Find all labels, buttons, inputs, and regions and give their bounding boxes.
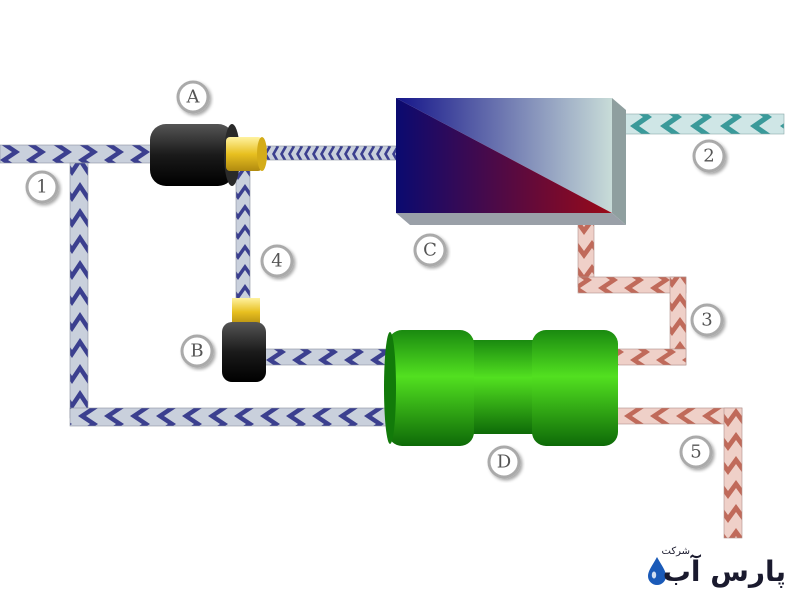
badge-b-text: B (190, 341, 203, 362)
badge-b: B (180, 334, 214, 368)
badge-3: 3 (690, 303, 724, 337)
component-b (222, 298, 266, 382)
pipe-5-down (723, 407, 743, 539)
badge-a-text: A (186, 87, 201, 108)
pipe-4 (235, 169, 251, 301)
pipe-2 (611, 113, 785, 135)
pipe-1-down (69, 162, 89, 419)
badge-d-text: D (497, 452, 511, 473)
pipe-3-into-d (611, 348, 687, 366)
pipe-a-to-c (261, 145, 399, 161)
badge-2: 2 (692, 139, 726, 173)
logo-small-text: شرکت (661, 546, 690, 557)
badge-5: 5 (679, 435, 713, 469)
pipe-1-bottom (69, 407, 393, 427)
badge-c-text: C (423, 240, 437, 261)
badge-3-text: 3 (701, 310, 712, 331)
component-a (150, 124, 267, 186)
component-d (384, 330, 618, 446)
pipe-d-to-b (261, 348, 393, 366)
badge-5-text: 5 (690, 442, 701, 463)
component-c (396, 98, 626, 225)
badge-c: C (413, 233, 447, 267)
water-drop-icon (648, 557, 666, 585)
pipe-1-inlet (0, 144, 156, 164)
badge-4-text: 4 (271, 251, 282, 272)
logo-text: پارس آب (662, 555, 787, 588)
badge-2-text: 2 (703, 146, 714, 167)
badge-a: A (176, 80, 210, 114)
badge-d: D (487, 445, 521, 479)
pipe-5-horizontal (611, 407, 743, 425)
badge-1: 1 (25, 170, 59, 204)
badge-1-text: 1 (36, 177, 47, 198)
brand-logo: شرکت پارس آب (646, 546, 787, 592)
badge-4: 4 (260, 244, 294, 278)
pipe-3-down (577, 214, 595, 288)
